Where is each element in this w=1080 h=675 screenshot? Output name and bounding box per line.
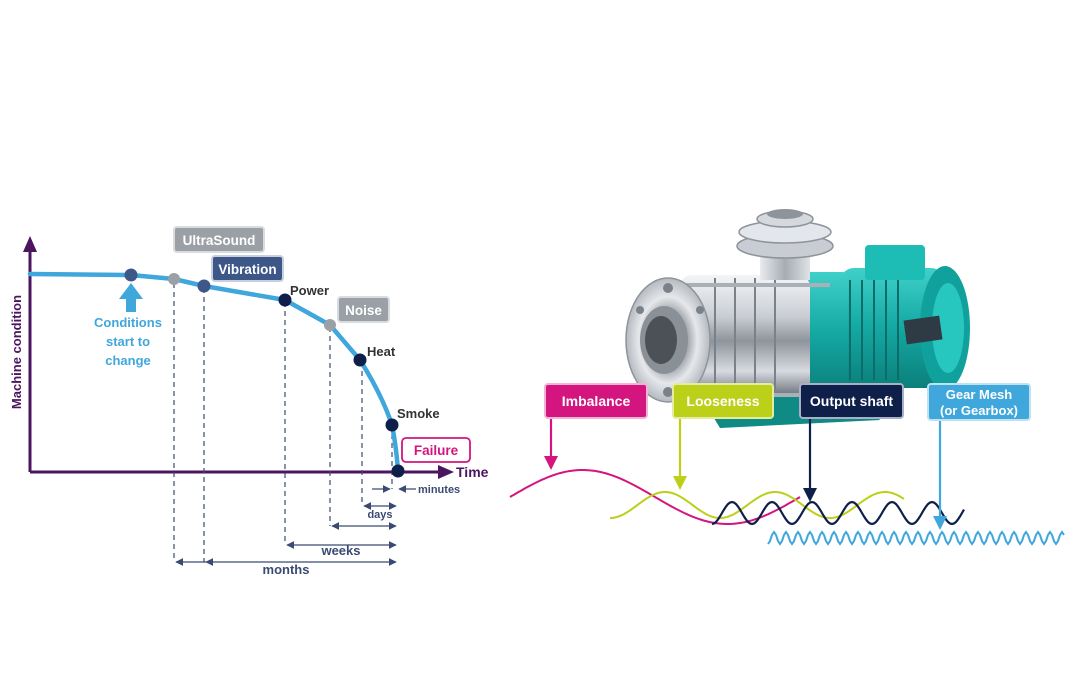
imbalance-badge: Imbalance: [544, 383, 648, 419]
svg-text:(or Gearbox): (or Gearbox): [940, 403, 1018, 418]
power-label: Power: [290, 283, 329, 298]
looseness-badge: Looseness: [672, 383, 774, 419]
conditions-label-line2: start to: [106, 334, 150, 349]
up-arrow-icon: [119, 283, 143, 312]
imbalance-wave: [509, 469, 801, 525]
interval-dashed-lines: [173, 283, 393, 562]
weeks-label: weeks: [320, 543, 360, 558]
output-shaft-wave: [711, 500, 965, 526]
svg-text:Imbalance: Imbalance: [562, 393, 631, 409]
point-vibration: [197, 279, 211, 293]
point-power: [278, 293, 292, 307]
x-axis-arrowhead: [438, 465, 454, 479]
gear-mesh-badge: Gear Mesh (or Gearbox): [927, 383, 1031, 421]
point-heat: [353, 353, 367, 367]
y-axis-label: Machine condition: [9, 295, 24, 409]
point-ultrasound: [168, 273, 180, 285]
svg-text:UltraSound: UltraSound: [183, 233, 256, 248]
svg-text:Noise: Noise: [345, 303, 382, 318]
noise-badge: Noise: [337, 296, 390, 323]
point-noise: [324, 319, 336, 331]
svg-text:Failure: Failure: [414, 443, 459, 458]
minutes-label: minutes: [418, 484, 460, 496]
svg-text:Output shaft: Output shaft: [810, 393, 894, 409]
point-conditions-change: [124, 268, 138, 282]
svg-text:Looseness: Looseness: [686, 393, 759, 409]
conditions-label-line1: Conditions: [94, 315, 162, 330]
vibration-badge: Vibration: [211, 255, 284, 282]
days-label: days: [367, 509, 392, 521]
pf-curve-chart: Machine condition Time Conditions start …: [9, 226, 489, 577]
smoke-label: Smoke: [397, 406, 440, 421]
failure-badge: Failure: [401, 437, 471, 463]
conditions-label-line3: change: [105, 353, 151, 368]
point-smoke: [385, 418, 399, 432]
y-axis-arrowhead: [23, 236, 37, 252]
vibration-waves: [509, 469, 1065, 546]
x-axis-label: Time: [456, 464, 489, 480]
output-shaft-badge: Output shaft: [799, 383, 904, 419]
point-failure: [391, 464, 405, 478]
svg-text:Vibration: Vibration: [218, 262, 276, 277]
gear-mesh-wave: [767, 530, 1065, 546]
svg-text:Gear Mesh: Gear Mesh: [946, 387, 1013, 402]
looseness-wave: [609, 491, 905, 520]
ultrasound-badge: UltraSound: [173, 226, 265, 253]
pump-pointers: [544, 418, 947, 530]
heat-label: Heat: [367, 344, 396, 359]
months-label: months: [263, 562, 310, 577]
degradation-curve: [27, 271, 401, 473]
